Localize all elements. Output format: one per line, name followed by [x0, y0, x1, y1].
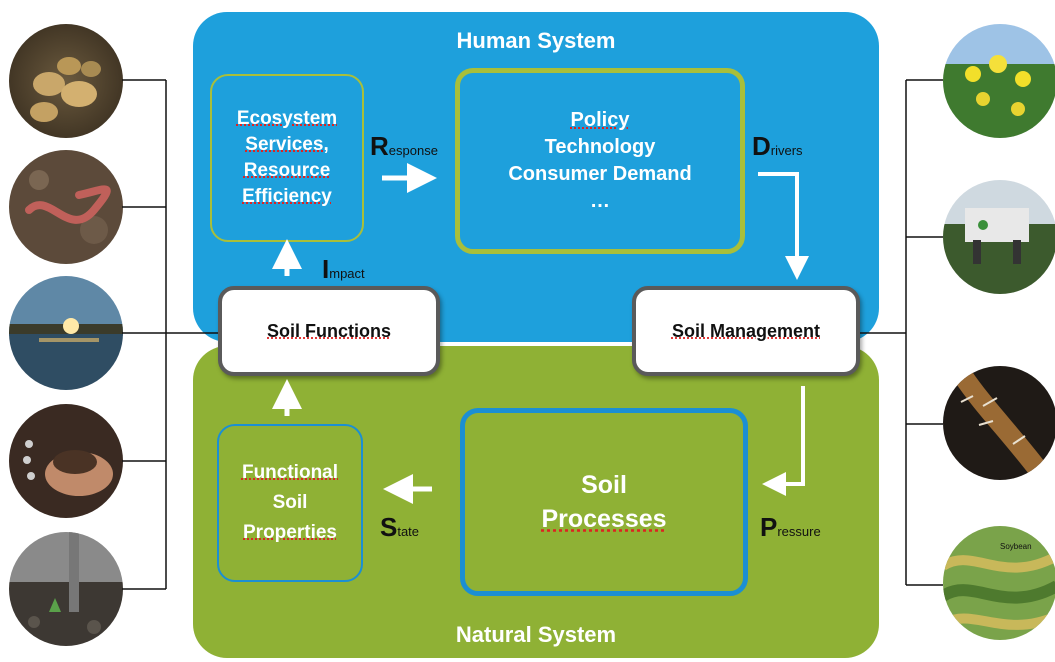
box-line: Ecosystem: [236, 108, 338, 129]
soybean-caption: Soybean: [1000, 542, 1032, 551]
root-with-hairs-photo: [943, 366, 1055, 480]
node-label: Soil Management: [671, 320, 821, 341]
earthworm-photo: [9, 150, 123, 264]
box-line: Resource: [243, 160, 331, 181]
contour-strip-crops-photo: [943, 526, 1055, 640]
box-line: …: [590, 190, 610, 212]
box-line: Consumer Demand: [508, 163, 692, 185]
right-bracket: [860, 79, 943, 586]
soil-functions-node: Soil Functions: [218, 286, 440, 376]
label-rest: esponse: [388, 143, 438, 158]
box-line: Processes: [541, 505, 667, 533]
label-rest: ressure: [777, 524, 821, 539]
soil-management-node: Soil Management: [632, 286, 860, 376]
pressure-arrow: [762, 386, 805, 496]
pressure-label: Pressure: [760, 512, 821, 543]
soil-processes-box: Soil Processes: [460, 408, 748, 596]
node-label: Soil Functions: [267, 320, 391, 341]
state-label: State: [380, 512, 419, 543]
drivers-label: Drivers: [752, 131, 803, 162]
natural-system-title: Natural System: [455, 622, 617, 647]
box-line: Technology: [544, 136, 656, 158]
label-rest: rivers: [770, 143, 803, 158]
box-line: Soil: [272, 492, 308, 513]
box-line: Efficiency: [242, 186, 332, 207]
box-line: Soil: [581, 471, 627, 499]
box-line: Policy: [570, 109, 630, 131]
drivers-arrow: [758, 172, 809, 280]
label-initial: P: [760, 512, 778, 542]
label-initial: S: [380, 512, 398, 542]
functional-soil-properties-box: Functional Soil Properties: [217, 424, 363, 582]
label-initial: R: [370, 131, 389, 161]
box-line: Properties: [243, 522, 337, 543]
potatoes-photo: [9, 24, 123, 138]
left-bracket: [122, 79, 218, 590]
response-label: Response: [370, 131, 438, 162]
box-line: Functional: [241, 462, 339, 483]
policy-box: Policy Technology Consumer Demand …: [455, 68, 745, 254]
soil-in-hands-photo: [9, 404, 123, 518]
label-rest: tate: [397, 524, 420, 539]
label-rest: mpact: [329, 266, 365, 281]
natural-system-panel: Natural System: [193, 346, 879, 658]
label-initial: I: [322, 254, 330, 284]
human-system-title: Human System: [456, 28, 616, 53]
impact-label: Impact: [322, 254, 365, 285]
box-line: Services,: [245, 134, 329, 155]
label-initial: D: [752, 131, 771, 161]
